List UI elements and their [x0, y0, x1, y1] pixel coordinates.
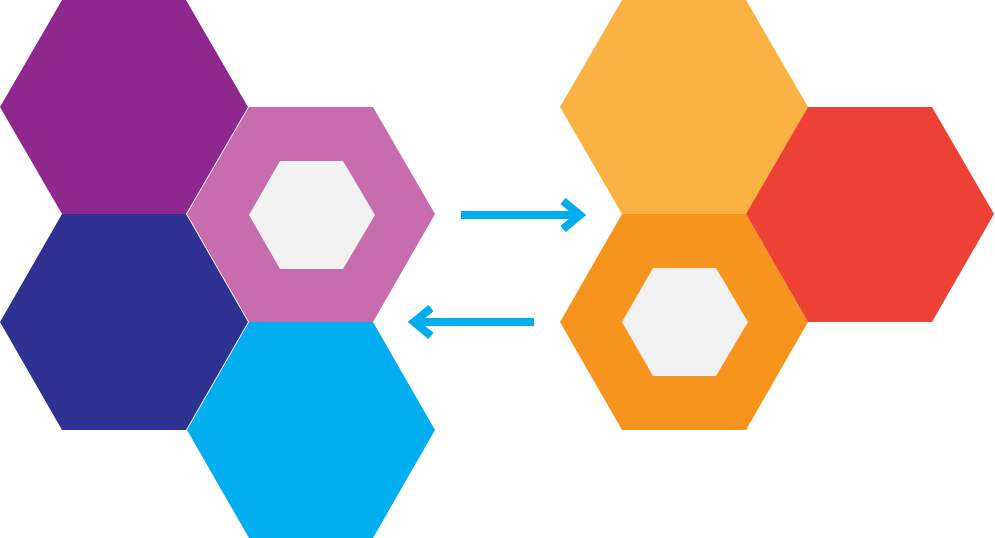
purple-hexagon: [0, 0, 248, 214]
cyan-hexagon: [187, 322, 435, 538]
arrow-left-head: [407, 304, 434, 340]
light-orange-hexagon: [560, 0, 808, 214]
pink-hexagon-hole: [249, 161, 375, 269]
arrow-right-icon: [461, 197, 587, 233]
arrow-left-icon: [407, 304, 534, 340]
exchange-arrows: [407, 197, 587, 340]
orange-hexagon-hole: [622, 268, 748, 376]
left-hexagon-cluster: [0, 0, 435, 538]
navy-hexagon: [0, 214, 248, 430]
red-hexagon: [746, 107, 994, 322]
arrow-right-head: [560, 197, 587, 233]
right-hexagon-cluster: [560, 0, 994, 430]
